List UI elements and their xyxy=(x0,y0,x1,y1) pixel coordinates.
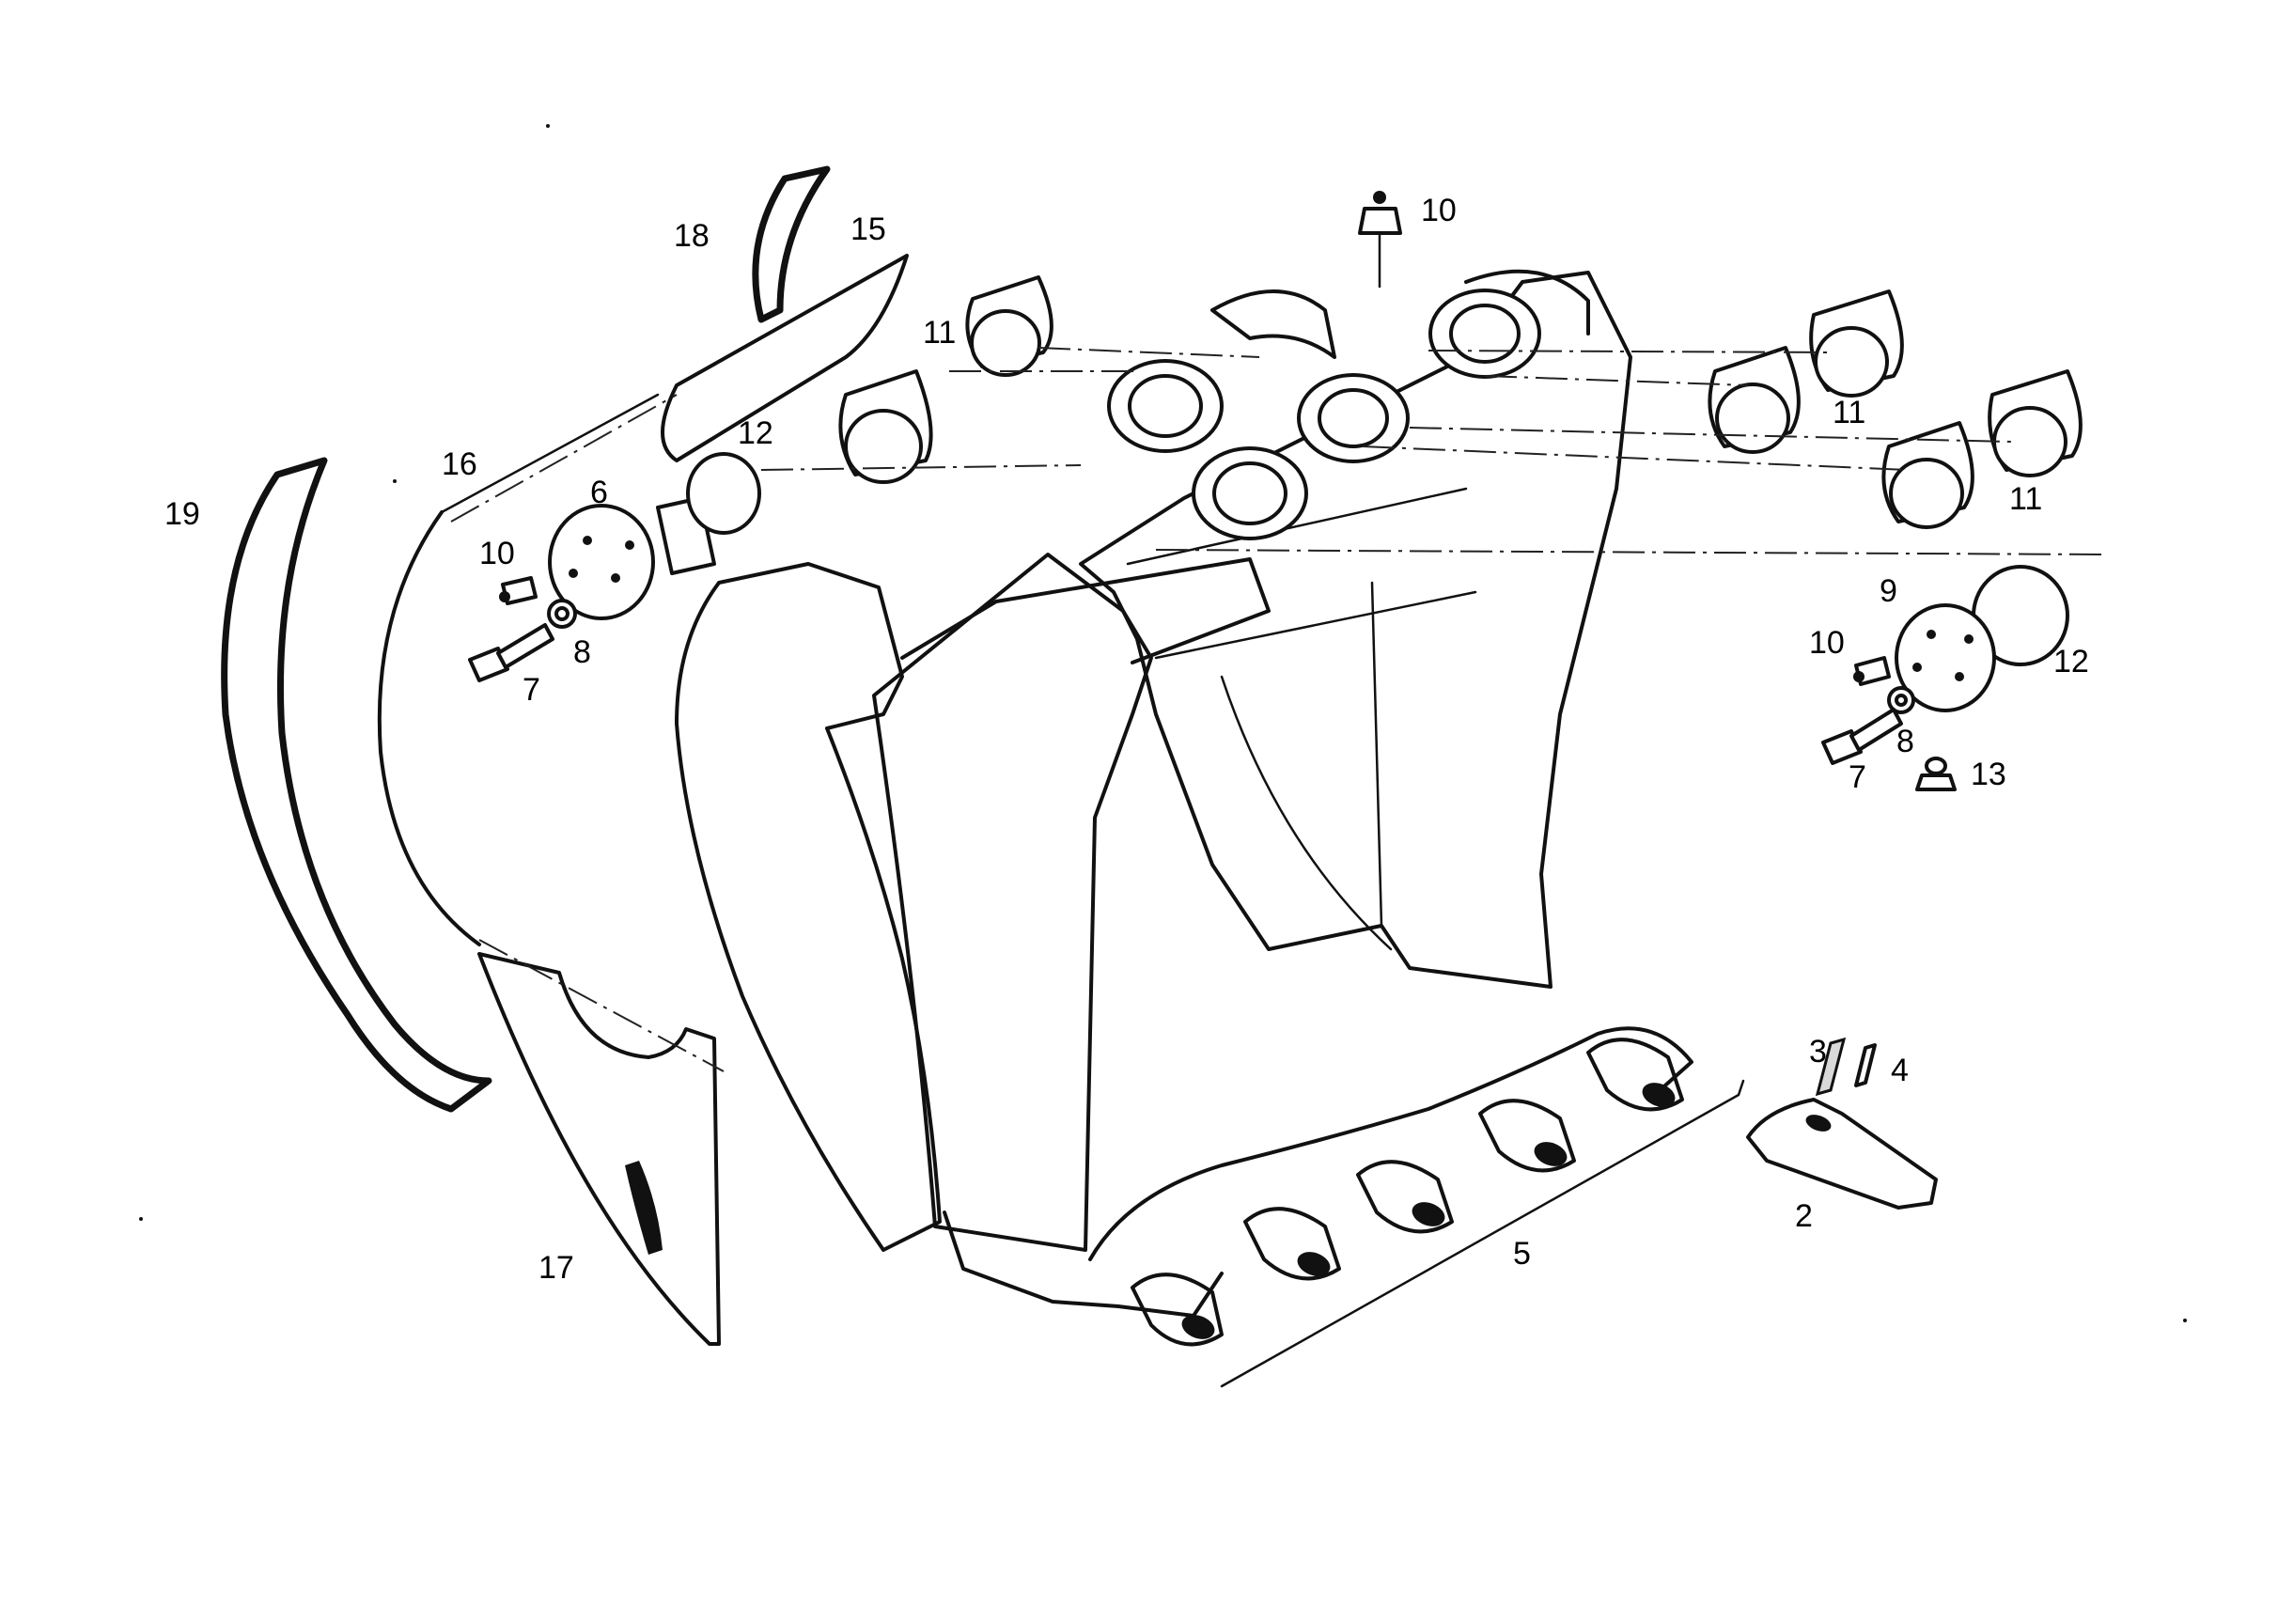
callout-8-right: 8 xyxy=(1896,724,1914,759)
pivot-pin-6 xyxy=(548,496,716,620)
callout-10-top: 10 xyxy=(1421,193,1457,228)
retainer-4 xyxy=(1854,1043,1877,1087)
grease-nipple-10-left xyxy=(499,576,538,605)
callout-11-right-upper: 11 xyxy=(1833,395,1865,430)
callout-2: 2 xyxy=(1795,1198,1813,1234)
grease-nipple-10-top xyxy=(1358,191,1402,289)
callout-10-left: 10 xyxy=(479,536,515,571)
grease-nipple-10-right xyxy=(1853,656,1891,686)
callout-10-right: 10 xyxy=(1809,625,1845,661)
bushings-11-right xyxy=(1708,289,2083,529)
tooth-2 xyxy=(1746,1098,1938,1210)
callout-7-right: 7 xyxy=(1849,759,1866,795)
callout-12-left: 12 xyxy=(738,415,773,451)
bolt-7-right xyxy=(1821,708,1903,765)
callout-11-left: 11 xyxy=(923,315,956,351)
bolt-7-left xyxy=(468,623,554,682)
wear-strip-18 xyxy=(752,165,831,323)
callout-7-left: 7 xyxy=(523,672,540,708)
side-plate-15 xyxy=(661,254,909,462)
cutting-edge-bracket xyxy=(1220,1079,1745,1388)
bucket-teeth xyxy=(1131,1038,1684,1347)
callout-18: 18 xyxy=(674,218,710,254)
callout-9: 9 xyxy=(1880,573,1897,609)
o-ring-12-left xyxy=(686,452,761,535)
assembly-center-lines xyxy=(450,347,2106,1072)
end-plate-9 xyxy=(1895,603,1996,712)
hinge-bosses xyxy=(1107,269,1590,540)
callout-4: 4 xyxy=(1891,1053,1909,1088)
callout-12-right: 12 xyxy=(2053,644,2089,679)
scan-specks xyxy=(139,124,2187,1322)
side-plate-17 xyxy=(477,952,721,1346)
callout-3: 3 xyxy=(1809,1034,1827,1070)
callout-16: 16 xyxy=(442,446,477,482)
bushing-11-left xyxy=(838,275,1053,484)
callouts: 2 3 4 5 6 7 7 8 8 9 10 10 10 11 11 11 12… xyxy=(164,193,2089,1286)
callout-13: 13 xyxy=(1971,757,2006,792)
bucket-body xyxy=(675,271,1693,1318)
plug-13 xyxy=(1915,757,1957,791)
callout-17: 17 xyxy=(538,1250,574,1286)
wear-strip-19 xyxy=(221,457,492,1113)
washer-8-left xyxy=(547,599,577,629)
washer-8-right xyxy=(1887,686,1915,714)
callout-15: 15 xyxy=(850,211,886,247)
side-plate-16 xyxy=(377,393,660,946)
tooth-pin-3 xyxy=(1815,1037,1847,1097)
callout-6: 6 xyxy=(590,475,608,510)
callout-8-left: 8 xyxy=(573,634,591,670)
callout-11-right-lower: 11 xyxy=(2009,481,2042,517)
callout-19: 19 xyxy=(164,496,200,532)
callout-5: 5 xyxy=(1513,1236,1531,1272)
